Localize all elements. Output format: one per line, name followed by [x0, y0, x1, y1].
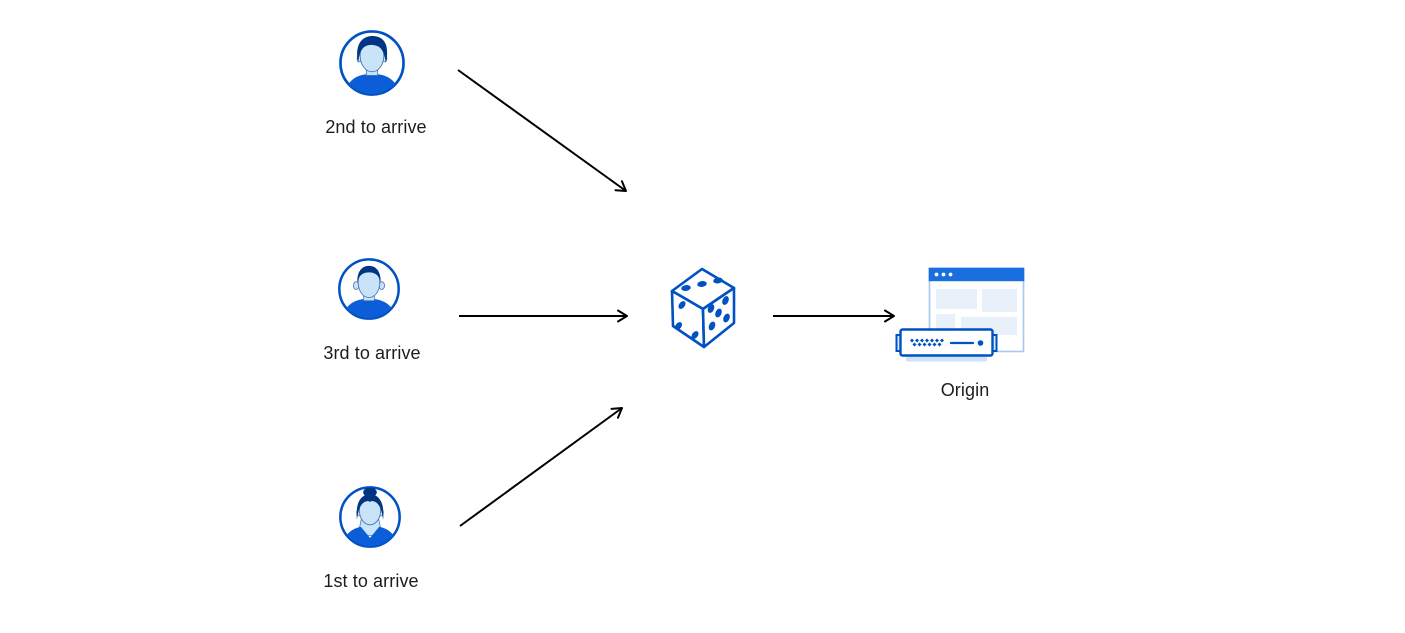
origin-node [893, 258, 1033, 373]
female-avatar-icon [339, 486, 401, 548]
random-selector-node [668, 265, 738, 356]
visitor-node-second [338, 29, 406, 102]
origin-server-icon [895, 267, 1025, 362]
visitor-node-first [338, 485, 402, 554]
arrow-first-to-dice [459, 407, 623, 527]
male-avatar-icon [338, 258, 400, 320]
dice-icon [670, 267, 736, 349]
arrow-second-to-dice [457, 69, 627, 192]
visitor-label-second: 2nd to arrive [325, 117, 427, 137]
server-vent-pattern [910, 338, 944, 347]
visitor-label-third: 3rd to arrive [323, 343, 421, 363]
visitor-label-first: 1st to arrive [323, 571, 419, 591]
origin-label: Origin [940, 380, 990, 400]
male-avatar-icon [339, 30, 405, 96]
visitor-node-third [337, 257, 401, 326]
